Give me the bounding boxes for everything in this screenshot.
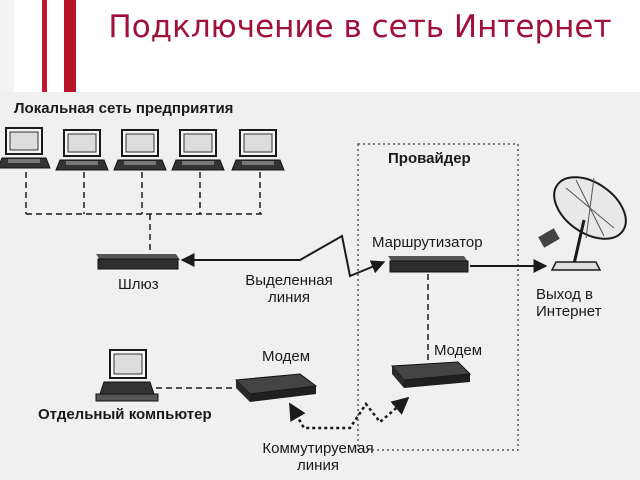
- lan-computer-3: [113, 129, 167, 171]
- internet-exit-label: Выход в Интернет: [536, 286, 602, 320]
- dialup-line-label: Коммутируемая линия: [262, 440, 374, 474]
- gateway-device: [96, 254, 180, 270]
- dialup-line-link: [288, 396, 410, 430]
- router-device: [388, 256, 469, 273]
- leased-line-link: [180, 234, 386, 278]
- provider-modem-label: Модем: [434, 342, 483, 359]
- lan-label: Локальная сеть предприятия: [14, 100, 234, 117]
- decorative-red-bar-wide: [64, 0, 76, 92]
- gateway-label: Шлюз: [118, 276, 159, 293]
- lan-dashed-bus: [25, 172, 262, 252]
- lan-computer-5: [231, 129, 285, 171]
- provider-modem-device: [390, 361, 472, 388]
- standalone-computer: [95, 349, 159, 402]
- decorative-red-bar: [42, 0, 47, 92]
- lan-computer-1: [0, 127, 51, 169]
- lan-computer-2: [55, 129, 109, 171]
- provider-label: Провайдер: [388, 150, 471, 167]
- client-modem-label: Модем: [262, 348, 311, 365]
- router-label: Маршрутизатор: [372, 234, 483, 251]
- satellite-dish-icon: [538, 176, 627, 271]
- diagram-image: Локальная сеть предприятия Провайдер Мар…: [0, 92, 640, 480]
- standalone-computer-label: Отдельный компьютер: [38, 406, 212, 423]
- client-modem-device: [234, 373, 318, 402]
- lan-computer-4: [171, 129, 225, 171]
- leased-line-label: Выделенная линия: [245, 272, 333, 306]
- slide-title: Подключение в сеть Интернет: [108, 9, 612, 45]
- provider-boundary: [357, 143, 519, 451]
- network-diagram: [0, 127, 627, 451]
